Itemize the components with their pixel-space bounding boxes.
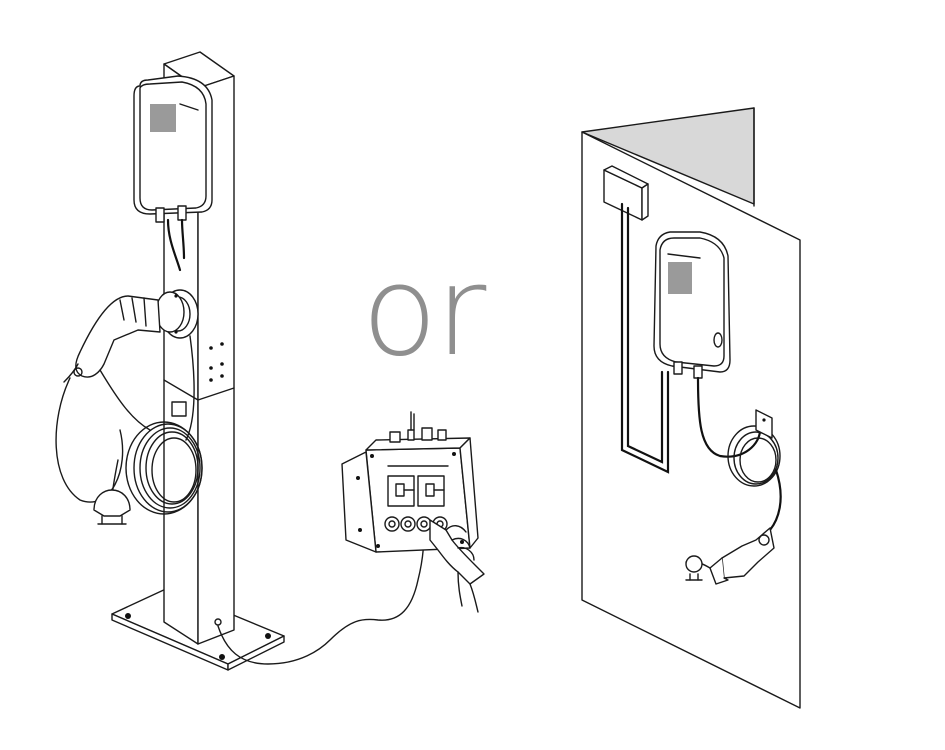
wall-conduit — [620, 202, 670, 474]
pedestal-charger-unit — [133, 75, 213, 272]
or-divider-label: or — [361, 240, 487, 384]
pedestal-connector-cap — [93, 459, 131, 525]
pedestal-mount-scene — [55, 51, 285, 671]
wall-distribution-plate — [603, 165, 649, 221]
pedestal-charging-gun — [63, 295, 161, 383]
pedestal-connector-holster — [155, 289, 199, 339]
wall-cable-hook — [755, 409, 773, 439]
wall-connector-cap — [685, 555, 703, 581]
wall-mount-scene — [581, 107, 801, 709]
circuit-breakers — [387, 465, 449, 507]
supply-cable — [217, 525, 425, 665]
wall-charger-unit — [653, 231, 731, 379]
installer-hand — [429, 519, 485, 613]
distribution-box-scene — [217, 411, 485, 665]
wall-charger-cable — [696, 376, 782, 532]
pedestal-coiled-cable — [55, 335, 203, 515]
distribution-box-door — [341, 451, 377, 553]
